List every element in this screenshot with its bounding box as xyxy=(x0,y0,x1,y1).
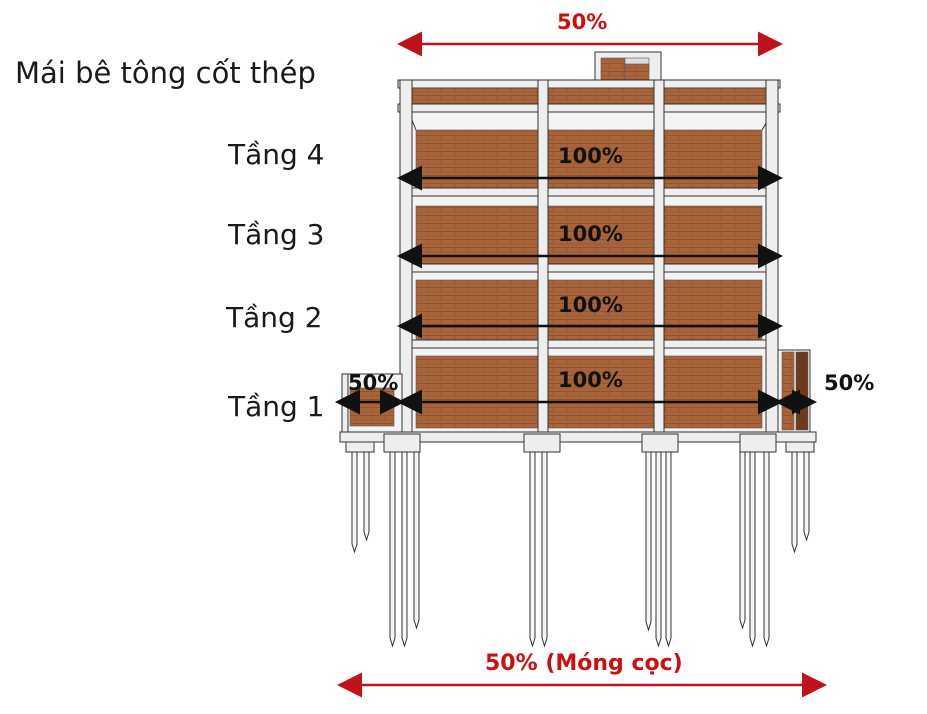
floor-2-percentage: 100% xyxy=(558,293,623,317)
right-extension xyxy=(777,349,811,433)
roof-label: Mái bê tông cốt thép xyxy=(15,56,316,90)
floor-2-label: Tầng 2 xyxy=(226,301,323,334)
ground-beam xyxy=(339,431,817,453)
roof-percentage: 50% xyxy=(557,10,608,34)
foundation-percentage: 50% (Móng cọc) xyxy=(485,651,683,676)
floor-4-label: Tầng 4 xyxy=(228,138,325,171)
floor-1-percentage: 100% xyxy=(558,368,623,392)
piles xyxy=(351,451,810,648)
roof-stair-box xyxy=(594,51,662,83)
floor-4-percentage: 100% xyxy=(558,144,623,168)
floor-1-label: Tầng 1 xyxy=(228,390,325,423)
right-extension-percentage: 50% xyxy=(824,371,875,395)
left-extension-percentage: 50% xyxy=(348,371,399,395)
roof-slab xyxy=(397,79,781,113)
floor-3-percentage: 100% xyxy=(558,222,623,246)
floor-3-label: Tầng 3 xyxy=(228,218,325,251)
